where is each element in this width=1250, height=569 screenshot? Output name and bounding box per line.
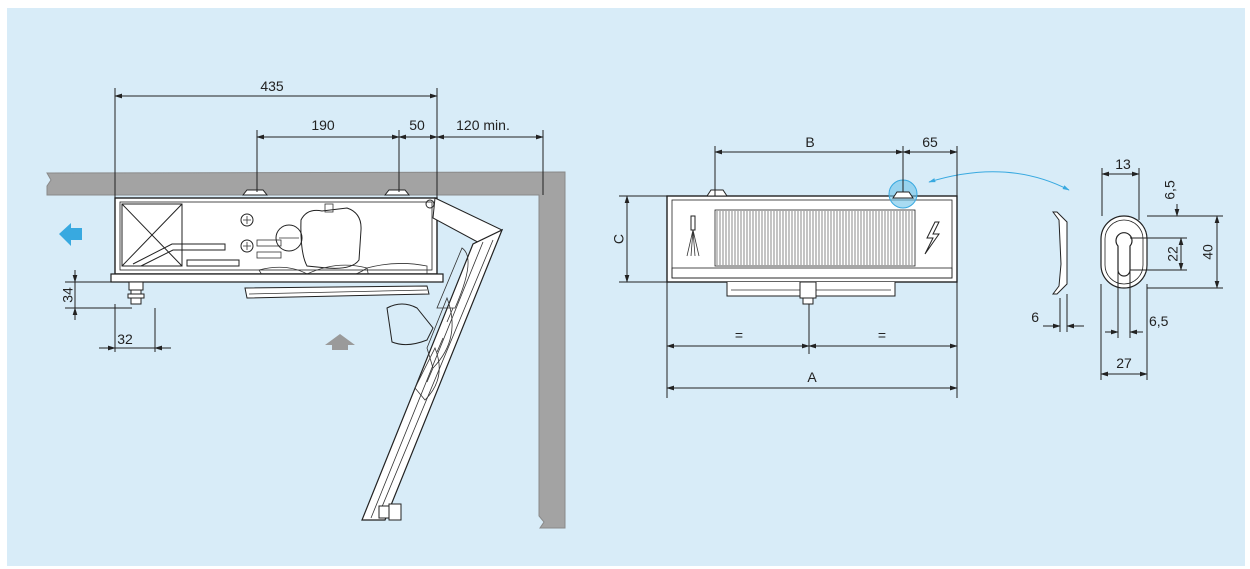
hinged-panel bbox=[361, 197, 504, 521]
dim-50: 50 bbox=[409, 117, 425, 133]
dim-435: 435 bbox=[260, 78, 284, 94]
dim-6: 6 bbox=[1031, 309, 1039, 325]
dim-6-5-top: 6,5 bbox=[1162, 180, 1178, 200]
ceiling-wall bbox=[46, 171, 566, 529]
dim-22: 22 bbox=[1165, 246, 1181, 262]
dim-65: 65 bbox=[922, 134, 938, 150]
side-view: 435 190 50 120 min. 34 32 bbox=[46, 78, 566, 529]
mounting-hole-detail: 6 13 6,5 22 40 6,5 27 bbox=[1031, 156, 1223, 380]
electrical-icon bbox=[924, 221, 940, 255]
airflow-in-arrow-icon bbox=[325, 334, 355, 350]
front-view: B 65 C = = A bbox=[611, 134, 1070, 398]
dim-190: 190 bbox=[311, 117, 335, 133]
dim-equal-left: = bbox=[735, 327, 743, 343]
dim-34: 34 bbox=[60, 287, 76, 303]
dim-a: A bbox=[807, 369, 817, 385]
diagram-svg: 435 190 50 120 min. 34 32 bbox=[46, 78, 1223, 529]
dim-6-5-bottom: 6,5 bbox=[1149, 313, 1169, 329]
dim-120-min: 120 min. bbox=[456, 117, 510, 133]
unit-body bbox=[114, 197, 438, 281]
airflow-out-arrow-icon bbox=[59, 223, 82, 246]
dim-c: C bbox=[611, 234, 627, 244]
coil-grille bbox=[716, 211, 913, 265]
dim-13: 13 bbox=[1115, 156, 1131, 172]
technical-drawing: 435 190 50 120 min. 34 32 bbox=[7, 8, 1245, 566]
dim-b: B bbox=[805, 134, 814, 150]
drain-icon bbox=[686, 215, 700, 257]
dim-32: 32 bbox=[117, 331, 133, 347]
dim-40: 40 bbox=[1200, 244, 1216, 260]
dim-27: 27 bbox=[1116, 355, 1132, 371]
curved-arrow-icon bbox=[928, 171, 1070, 191]
dim-equal-right: = bbox=[878, 327, 886, 343]
